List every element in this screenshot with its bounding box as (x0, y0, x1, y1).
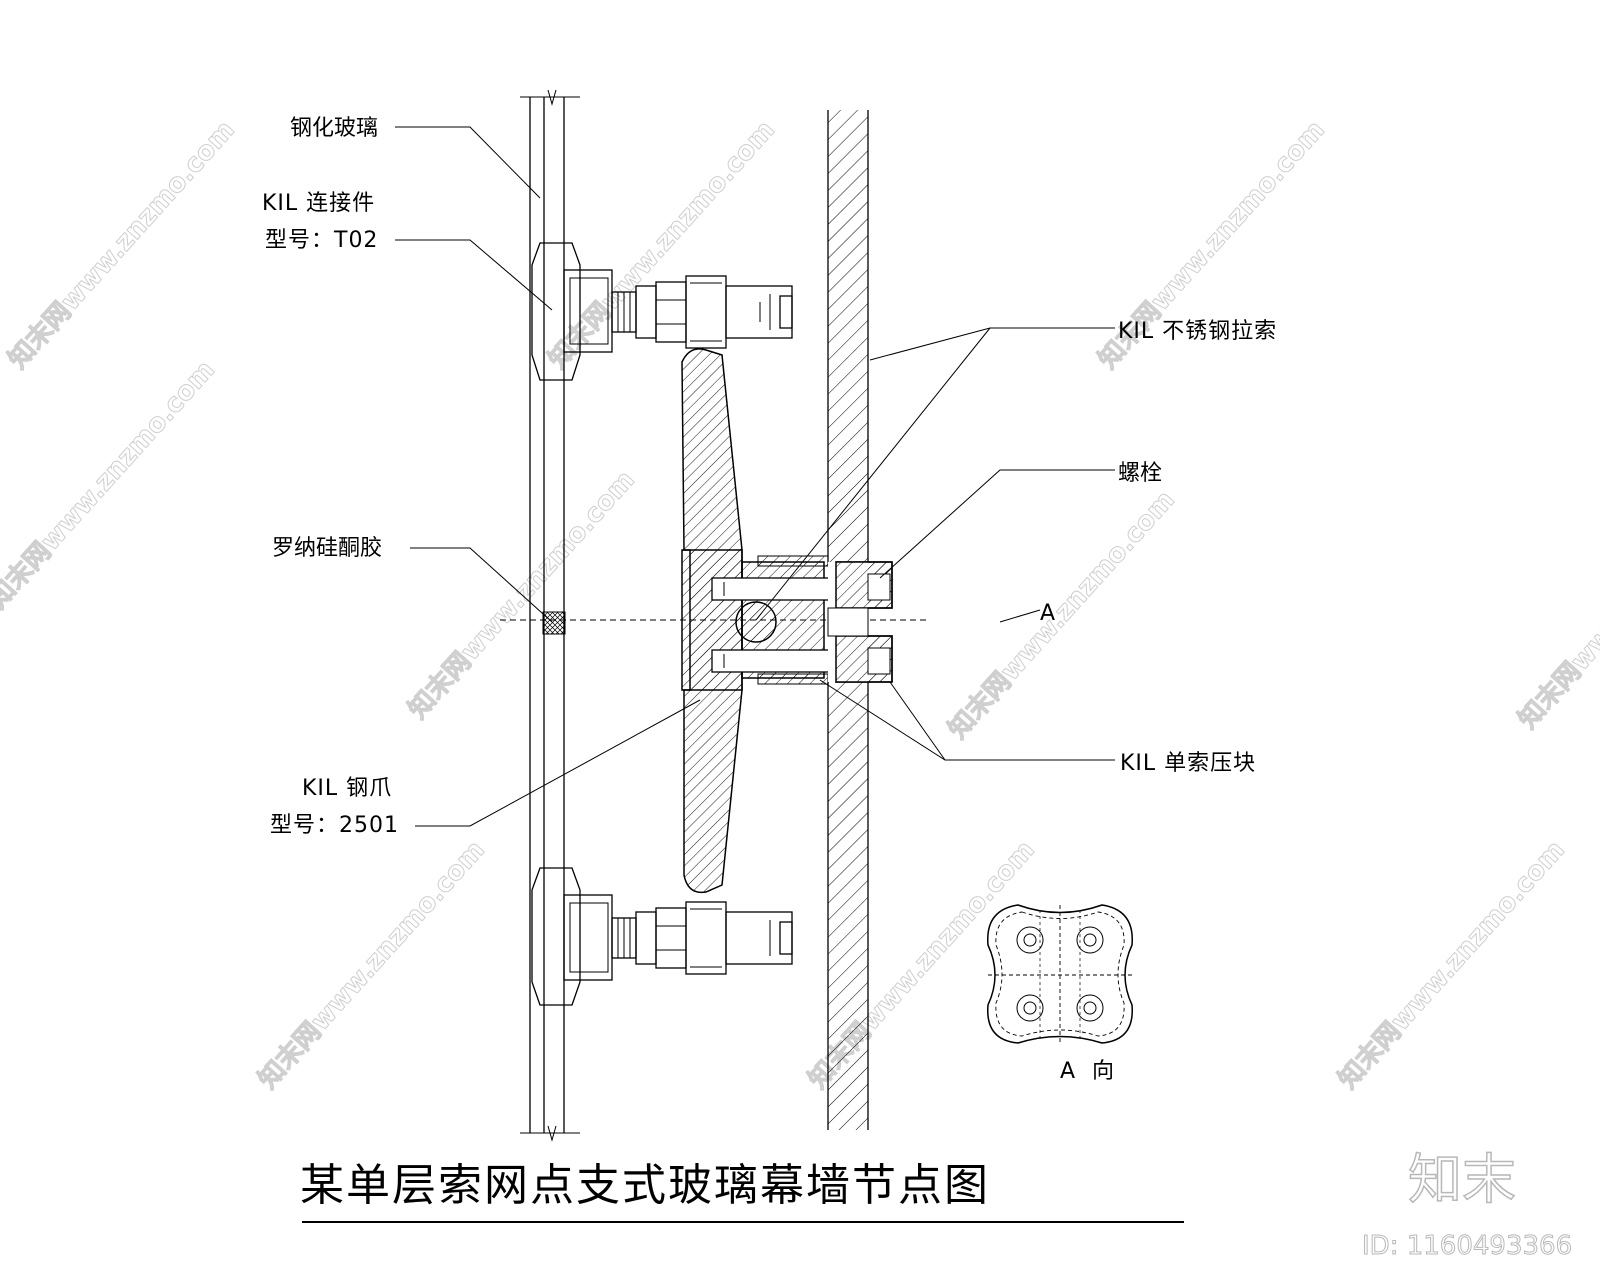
label-tempered-glass: 钢化玻璃 (290, 116, 378, 141)
leader-lines (395, 126, 1115, 827)
silicone-sealant (542, 611, 566, 635)
watermark-text: 知末网www.znzmo.com (253, 835, 491, 1095)
watermark-text: 知末网www.znzmo.com (543, 115, 781, 375)
label-clamp: KIL 单索压块 (1120, 751, 1256, 776)
brand-logo: 知末 (1408, 1148, 1516, 1211)
steel-claw (681, 348, 743, 894)
watermark-text: 知末网www.znzmo.com (1333, 835, 1571, 1095)
label-view-caption: A 向 (1060, 1059, 1115, 1084)
label-bolt: 螺栓 (1118, 461, 1162, 486)
upper-connector (531, 242, 793, 381)
annotation-labels: 钢化玻璃 KIL 连接件 型号：T02 罗纳硅酮胶 KIL 钢爪 型号：2501… (262, 116, 1277, 1084)
drawing-title: 某单层索网点支式玻璃幕墙节点图 (300, 1160, 990, 1211)
label-sealant: 罗纳硅酮胶 (272, 536, 382, 561)
label-cable: KIL 不锈钢拉索 (1118, 319, 1277, 344)
label-claw-model: 型号：2501 (270, 813, 399, 838)
label-connector-model: 型号：T02 (265, 228, 378, 253)
label-view-marker: A (1040, 601, 1056, 626)
cable-section (735, 601, 777, 643)
watermark-text: 知末网www.znzmo.com (1513, 475, 1600, 735)
brand-id: ID: 1160493366 (1362, 1231, 1572, 1261)
lower-connector (531, 867, 793, 1006)
watermark-text: 知末网www.znzmo.com (943, 485, 1181, 745)
clamp-nuts (827, 561, 893, 683)
tempered-glass-panel (520, 89, 580, 1142)
label-claw-name: KIL 钢爪 (302, 776, 392, 801)
watermark-text: 知末网www.znzmo.com (0, 355, 221, 615)
watermark-text: 知末网www.znzmo.com (3, 115, 241, 375)
view-a-detail (987, 904, 1133, 1044)
label-connector-name: KIL 连接件 (262, 191, 375, 216)
